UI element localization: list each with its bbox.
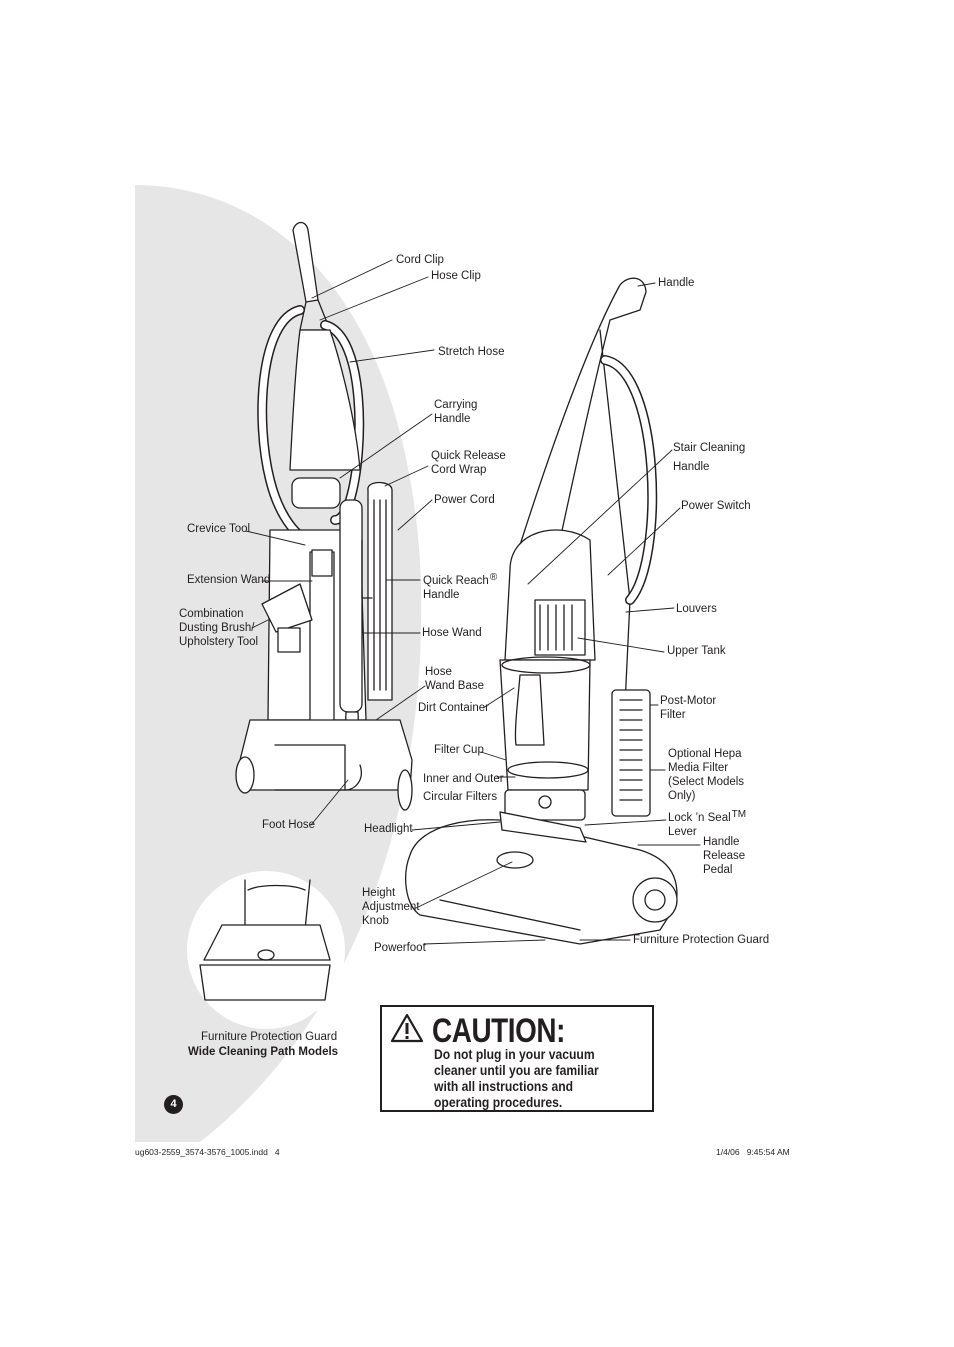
label-hose-clip: Hose Clip (431, 270, 481, 282)
label-powerfoot: Powerfoot (374, 942, 426, 954)
label-power-cord: Power Cord (434, 494, 495, 506)
label-filter-cup: Filter Cup (434, 744, 484, 756)
inset-drawing (187, 871, 345, 1029)
label-foot-hose: Foot Hose (262, 819, 316, 831)
label-handle: Handle (658, 277, 695, 289)
label-cord-clip: Cord Clip (396, 254, 444, 266)
label-power-switch: Power Switch (681, 500, 751, 512)
warning-triangle-icon (390, 1013, 424, 1043)
label-inset-guard: Furniture Protection Guard (201, 1031, 338, 1043)
page-number: 4 (164, 1095, 183, 1114)
footer-filename: ug603-2559_3574-3576_1005.indd 4 (135, 1147, 280, 1157)
right-vacuum-drawing (405, 277, 678, 945)
label-headlight: Headlight (364, 823, 413, 835)
caution-title: CAUTION: (432, 1012, 566, 1050)
caution-text: Do not plug in your vacuum cleaner until… (434, 1047, 599, 1110)
left-vacuum-drawing (235, 221, 413, 811)
label-stretch-hose: Stretch Hose (438, 346, 505, 358)
label-crevice-tool: Crevice Tool (187, 523, 251, 535)
caution-box: CAUTION: Do not plug in your vacuum clea… (380, 1005, 654, 1112)
label-louvers: Louvers (676, 603, 717, 615)
label-inset-models: Wide Cleaning Path Models (188, 1046, 339, 1058)
label-quick-reach-handle: Quick Reach®Handle (423, 572, 498, 601)
leader-lines (245, 259, 701, 945)
label-hose-wand: Hose Wand (422, 627, 482, 639)
label-dirt-container: Dirt Container (418, 702, 489, 714)
footer-timestamp: 1/4/06 9:45:54 AM (716, 1147, 790, 1157)
label-furniture-protection-guard: Furniture Protection Guard (633, 934, 770, 946)
label-upper-tank: Upper Tank (667, 645, 726, 657)
label-extension-wand: Extension Wand (187, 574, 271, 586)
